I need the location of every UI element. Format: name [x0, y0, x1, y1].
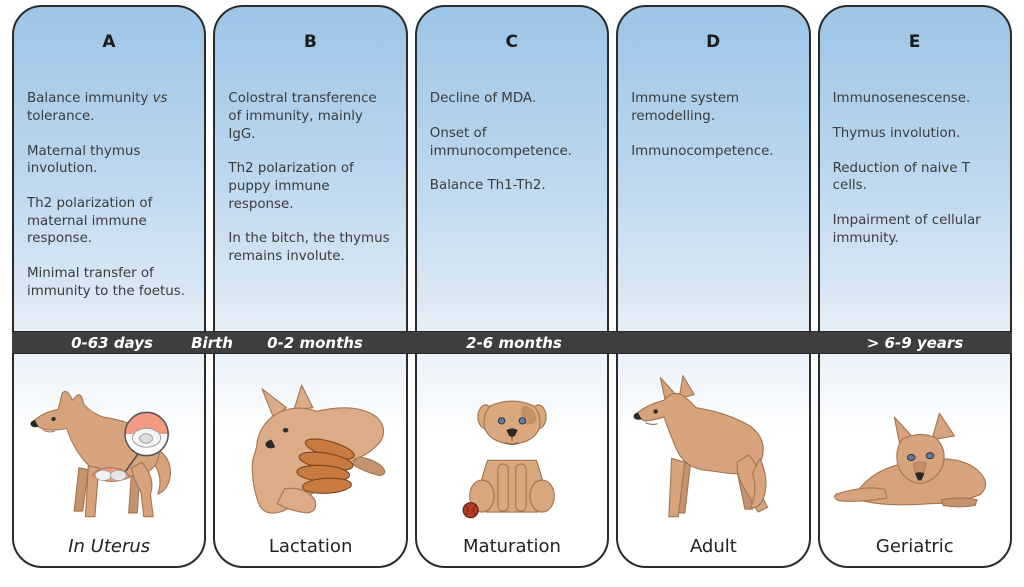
adult-dog-illustration: [618, 358, 808, 530]
timeline-label-0-63-days: 0-63 days: [71, 333, 153, 352]
timeline-label-birth: Birth: [191, 333, 233, 352]
note: Maternal thymus involution.: [27, 143, 141, 177]
stage-label-adult: Adult: [689, 536, 737, 557]
timeline-label-6-9-years: > 6-9 years: [866, 333, 964, 352]
note: Reduction of naive T cells.: [832, 160, 970, 194]
stage-letter-b: B: [303, 32, 318, 53]
nursing-dog-illustration: [215, 358, 405, 530]
stage-notes-a: Balance immunity vs tolerance. Maternal …: [14, 66, 204, 300]
note: Immunocompetence.: [631, 143, 774, 159]
puppy-with-ball-illustration: [417, 358, 607, 530]
stage-label-geriatric: Geriatric: [875, 536, 954, 557]
stage-notes-d: Immune system remodelling. Immunocompete…: [618, 66, 808, 160]
stage-card-b: B Colostral transference of immunity, ma…: [213, 5, 408, 568]
note: Immune system remodelling.: [631, 91, 740, 124]
stage-letter-a: A: [102, 32, 117, 53]
stage-card-d: D Immune system remodelling. Immunocompe…: [616, 5, 811, 568]
note: Balance immunity vs tolerance.: [27, 91, 168, 124]
stage-cards-row: A Balance immunity vs tolerance. Materna…: [12, 5, 1012, 568]
note: Thymus involution.: [832, 125, 961, 141]
timeline-label-2-6-months: 2-6 months: [466, 333, 562, 352]
stage-notes-b: Colostral transference of immunity, main…: [215, 66, 405, 266]
stage-letter-c: C: [505, 32, 519, 53]
stage-notes-e: Immunosenescense. Thymus involution. Red…: [820, 66, 1010, 247]
timeline-bar: 0-63 days Birth 0-2 months 2-6 months > …: [12, 331, 1012, 354]
note: Th2 polarization of puppy immune respons…: [228, 161, 354, 212]
stage-letter-d: D: [706, 32, 721, 53]
stage-letter-e: E: [908, 32, 921, 53]
stage-label-maturation: Maturation: [463, 536, 561, 557]
note: Minimal transfer of immunity to the foet…: [27, 266, 185, 299]
note: Onset of immunocompetence.: [429, 125, 572, 159]
note: Th2 polarization of maternal immune resp…: [27, 195, 153, 247]
note: Colostral transference of immunity, main…: [228, 91, 377, 142]
stage-label-lactation: Lactation: [268, 536, 353, 557]
note: Decline of MDA.: [429, 91, 537, 107]
note: Impairment of cellular immunity.: [832, 212, 981, 246]
stage-notes-c: Decline of MDA. Onset of immunocompetenc…: [417, 66, 607, 195]
pregnant-dog-illustration: [14, 358, 204, 530]
note: Balance Th1-Th2.: [429, 178, 546, 194]
note: Immunosenescense.: [832, 91, 971, 107]
geriatric-dog-illustration: [820, 358, 1010, 530]
stage-card-e: E Immunosenescense. Thymus involution. R…: [817, 5, 1012, 568]
stage-card-c: C Decline of MDA. Onset of immunocompete…: [414, 5, 610, 568]
stage-card-a: A Balance immunity vs tolerance. Materna…: [12, 5, 207, 568]
stage-label-in-uterus: In Uterus: [68, 536, 151, 557]
timeline-label-0-2-months: 0-2 months: [267, 333, 363, 352]
note: In the bitch, the thymus remains involut…: [228, 231, 390, 265]
